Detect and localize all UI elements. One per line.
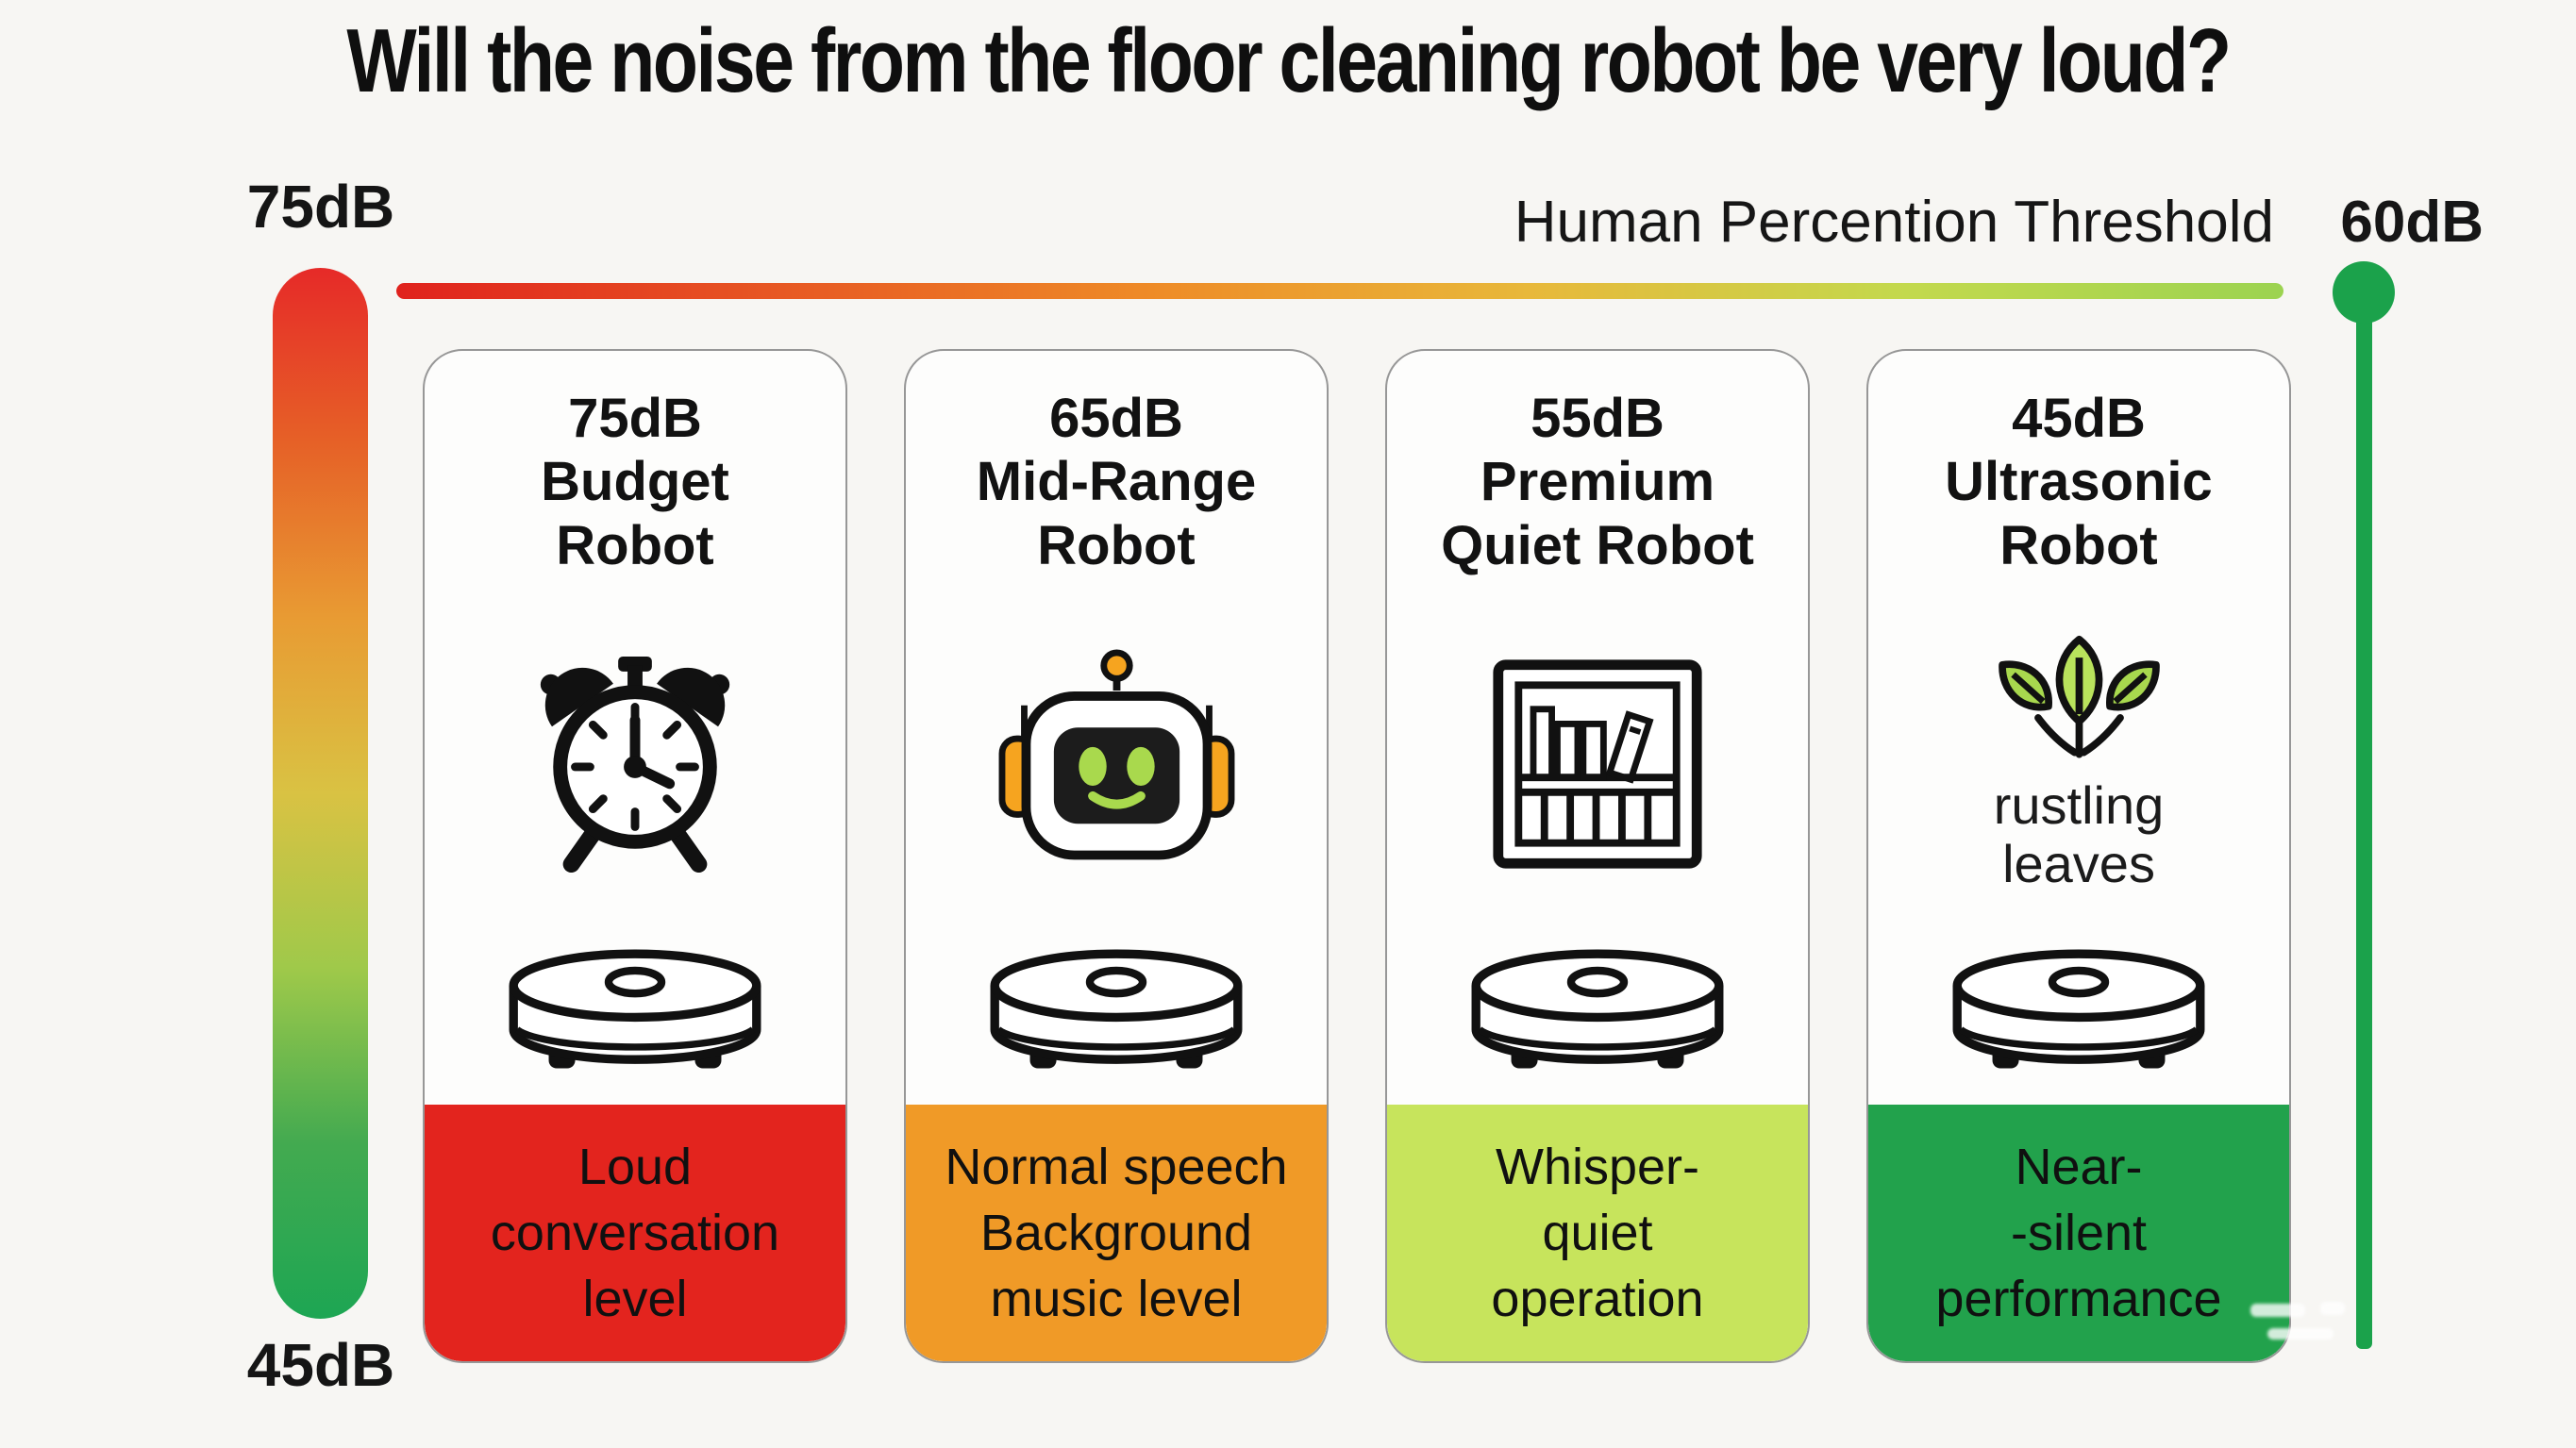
footer-line: music level: [990, 1271, 1243, 1328]
card-name-line: Ultrasonic: [1945, 451, 2213, 513]
icon-caption: rustling leaves: [1993, 774, 2165, 894]
threshold-marker-dot: [2333, 261, 2395, 324]
footer-line: Whisper-: [1495, 1138, 1700, 1195]
card-name-line: Premium: [1480, 451, 1715, 513]
footer-line: Loud: [577, 1138, 693, 1195]
card-title: 45dB Ultrasonic Robot: [1945, 387, 2213, 577]
card-name-line: Robot: [1999, 514, 2158, 576]
threshold-marker-line: [2356, 292, 2372, 1349]
card-title: 75dB Budget Robot: [541, 387, 729, 577]
threshold-gradient-line: [396, 283, 2283, 299]
robot-vacuum-icon: [984, 934, 1248, 1075]
scale-bottom-label: 45dB: [246, 1331, 395, 1399]
footer-line: quiet: [1542, 1204, 1653, 1261]
caption-line: leaves: [2002, 834, 2155, 894]
card-mid-range-robot: 65dB Mid-Range Robot: [904, 349, 1329, 1363]
card-name-line: Robot: [556, 514, 714, 576]
caption-line: rustling: [1993, 774, 2165, 835]
card-db-line: 45dB: [2012, 388, 2146, 449]
alarm-clock-icon: [523, 594, 747, 934]
card-footer: Normal speech Background music level: [906, 1105, 1327, 1361]
noise-scale-bar: [273, 268, 368, 1319]
card-premium-quiet-robot: 55dB Premium Quiet Robot: [1385, 349, 1810, 1363]
card-footer: Loud conversation level: [425, 1105, 845, 1361]
card-name-line: Robot: [1037, 514, 1196, 576]
threshold-value: 60dB: [2340, 190, 2484, 255]
robot-vacuum-icon: [1465, 934, 1730, 1075]
robot-vacuum-icon: [503, 934, 767, 1075]
card-ultrasonic-robot: 45dB Ultrasonic Robot ru: [1866, 349, 2291, 1363]
card-footer: Near- -silent performance: [1868, 1105, 2289, 1361]
scale-top-label: 75dB: [246, 173, 395, 241]
card-name-line: Mid-Range: [976, 451, 1257, 513]
footer-line: level: [582, 1271, 688, 1328]
robot-vacuum-icon: [1947, 934, 2211, 1075]
footer-line: -silent: [2010, 1204, 2148, 1261]
card-title: 65dB Mid-Range Robot: [977, 387, 1256, 577]
card-db-line: 55dB: [1531, 388, 1664, 449]
footer-line: operation: [1491, 1271, 1704, 1328]
card-name-line: Budget: [541, 451, 729, 513]
footer-line: performance: [1935, 1271, 2222, 1328]
card-budget-robot: 75dB Budget Robot: [423, 349, 847, 1363]
card-db-line: 65dB: [1049, 388, 1183, 449]
card-db-line: 75dB: [568, 388, 702, 449]
page-title: Will the noise from the floor cleaning r…: [346, 10, 2232, 111]
bookshelf-icon: [1489, 594, 1706, 934]
card-footer: Whisper- quiet operation: [1387, 1105, 1808, 1361]
footer-line: Background: [979, 1204, 1253, 1261]
robot-face-icon: [996, 594, 1237, 934]
footer-line: Near-: [2015, 1138, 2143, 1195]
rustling-leaves-icon: rustling leaves: [1982, 594, 2176, 934]
card-name-line: Quiet Robot: [1441, 514, 1754, 576]
card-title: 55dB Premium Quiet Robot: [1441, 387, 1754, 577]
threshold-label: Human Percention Threshold: [1514, 190, 2274, 255]
footer-line: Normal speech: [945, 1138, 1288, 1195]
footer-line: conversation: [490, 1204, 780, 1261]
